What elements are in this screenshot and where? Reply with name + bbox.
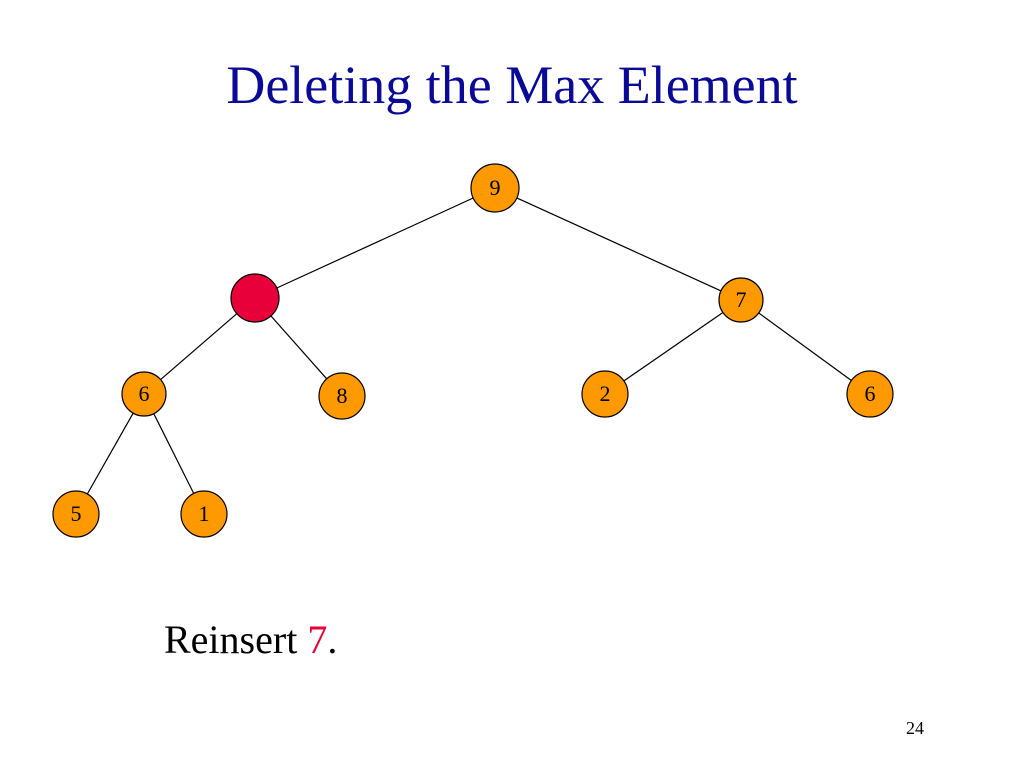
tree-node-circle [470,163,520,213]
caption-highlight-value: 7 [307,617,328,662]
caption-suffix: . [327,617,338,662]
tree-edge [153,413,195,494]
tree-node-circle [846,370,894,418]
tree-node-circle [318,372,366,420]
tree-node-circle [52,490,100,538]
tree-node-label: 2 [600,381,611,406]
tree-node-label: 5 [71,501,82,526]
tree-node-label: 9 [490,175,501,200]
empty-root-node [230,273,280,323]
tree-edge [270,315,328,380]
tree-edge [86,412,134,495]
tree-edge [758,312,852,381]
tree-node: 5 [52,490,100,538]
caption: Reinsert 7. [164,616,337,664]
tree-node-circle [121,371,167,417]
tree-edge [516,197,722,292]
tree-edge [160,313,238,381]
tree-node-circle [718,277,764,323]
tree-node: 9 [470,163,520,213]
tree-node-label: 1 [199,501,210,526]
tree-node-circle [180,490,228,538]
slide-title: Deleting the Max Element [226,55,798,115]
tree-node-label: 7 [736,287,747,312]
tree-node: 6 [846,370,894,418]
tree-edge [623,312,724,382]
tree-edge [276,197,474,289]
tree-node-label: 8 [337,383,348,408]
page-number: 24 [906,718,924,738]
tree-node: 2 [581,370,629,418]
tree-edges [86,197,852,495]
tree-node-label: 6 [139,381,150,406]
tree-node: 8 [318,372,366,420]
tree-node-circle [230,273,280,323]
tree-node: 7 [718,277,764,323]
tree-node-label: 6 [865,381,876,406]
tree-node: 1 [180,490,228,538]
tree-node-circle [581,370,629,418]
tree-nodes: 9 7 6 8 2 6 5 1 [52,163,894,538]
caption-prefix: Reinsert [164,617,308,662]
tree-node: 6 [121,371,167,417]
